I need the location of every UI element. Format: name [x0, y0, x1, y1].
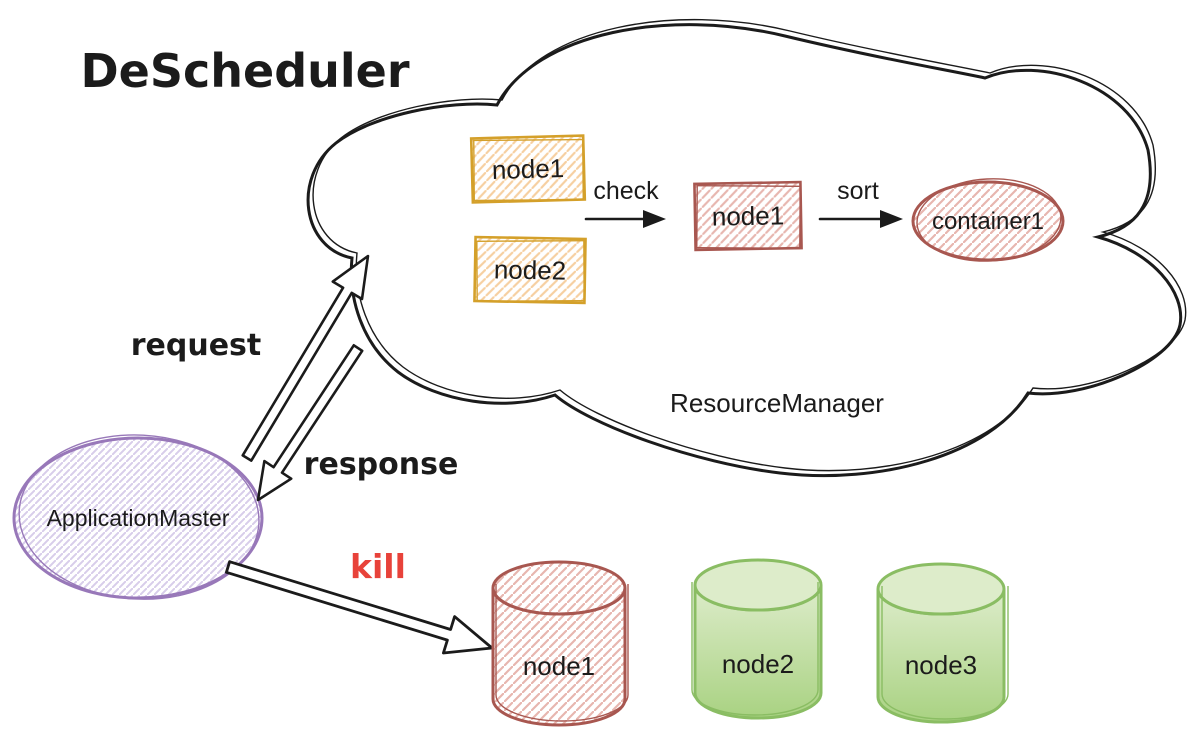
diagram-title: DeScheduler: [80, 44, 409, 98]
container1-label: container1: [932, 208, 1044, 235]
queue-node2-label: node2: [494, 254, 567, 285]
response-arrow: [256, 343, 364, 502]
sort-arrowhead: [880, 210, 903, 228]
cluster-node3-cylinder: node3: [876, 562, 1009, 724]
container1-ellipse: container1: [911, 178, 1065, 262]
cluster-node1-cylinder: node1: [491, 560, 629, 727]
checked-node1-box: node1: [693, 180, 803, 252]
check-arrow: check: [584, 177, 666, 228]
request-arrow: [241, 254, 370, 462]
kill-label: kill: [350, 547, 406, 586]
check-arrowhead: [643, 210, 666, 228]
request-label: request: [131, 328, 262, 363]
cluster-node3-label: node3: [905, 650, 977, 680]
sort-arrow: sort: [818, 177, 903, 228]
application-master-label: ApplicationMaster: [47, 505, 230, 531]
checked-node1-label: node1: [712, 200, 785, 231]
cluster-node1-label: node1: [523, 651, 595, 681]
check-label: check: [593, 177, 659, 205]
queue-node2-box: node2: [473, 235, 587, 305]
cluster-node2-label: node2: [722, 649, 794, 679]
queue-node1-box: node1: [469, 134, 587, 204]
sort-label: sort: [837, 177, 879, 205]
queue-node1-label: node1: [491, 153, 564, 185]
cluster-node2-cylinder: node2: [691, 558, 823, 720]
resource-manager-label: ResourceManager: [670, 388, 884, 418]
application-master-ellipse: ApplicationMaster: [12, 434, 264, 600]
kill-arrow: [224, 560, 494, 655]
cloud-outline-sketch: [312, 18, 1187, 472]
response-label: response: [304, 447, 459, 482]
